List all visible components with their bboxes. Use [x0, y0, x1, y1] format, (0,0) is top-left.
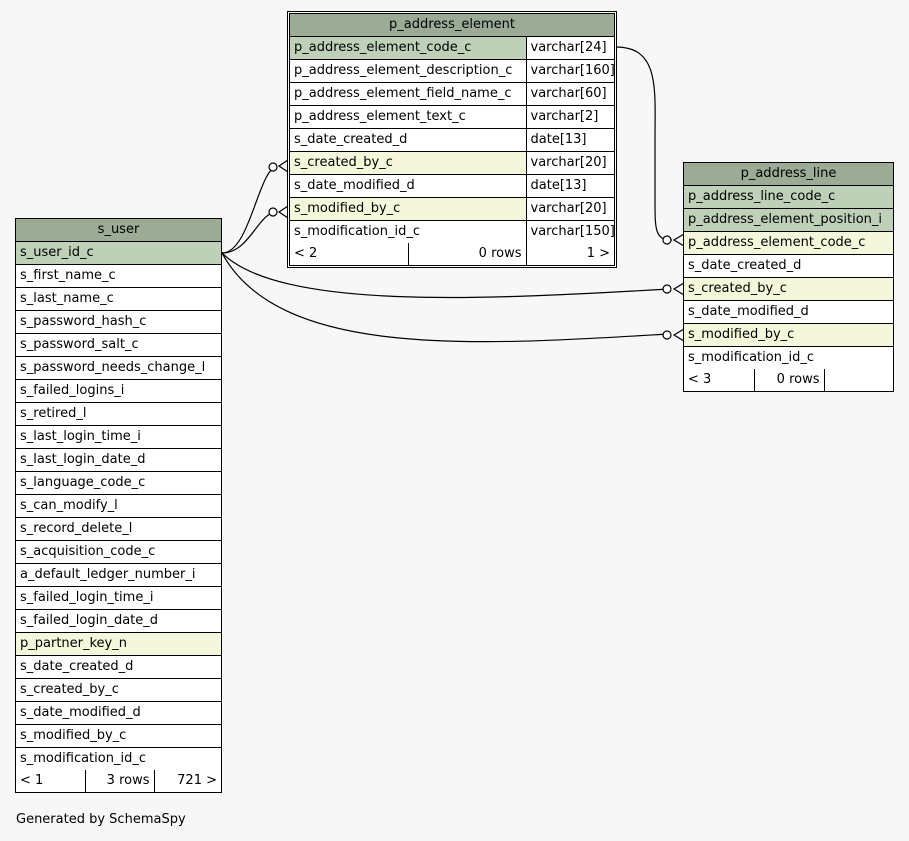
column-type: date[13] — [525, 174, 614, 198]
table-title[interactable]: p_address_line — [684, 163, 893, 186]
column-name: s_modification_id_c — [16, 747, 221, 770]
table-s-user[interactable]: s_user s_user_id_c s_first_name_c s_last… — [15, 218, 222, 793]
table-p-address-element[interactable]: p_address_element p_address_element_code… — [287, 11, 617, 268]
column-name: s_date_created_d — [290, 128, 527, 152]
column-name: p_partner_key_n — [16, 632, 221, 656]
column-name: s_last_login_date_d — [16, 448, 221, 472]
column-name: s_date_modified_d — [16, 701, 221, 725]
column-type: date[13] — [525, 128, 614, 152]
column-name: s_language_code_c — [16, 471, 221, 495]
column-name: s_failed_login_time_i — [16, 586, 221, 610]
optional-marker — [268, 162, 278, 172]
link-element-code — [615, 46, 673, 241]
optional-marker — [662, 284, 672, 294]
column-type: varchar[20] — [525, 197, 614, 221]
column-name: s_modified_by_c — [16, 724, 221, 748]
column-name: p_address_element_position_i — [684, 208, 893, 232]
table-p-address-line[interactable]: p_address_line p_address_line_code_c p_a… — [683, 162, 894, 392]
children-count: 1 > — [525, 243, 614, 265]
column-type: varchar[160] — [525, 59, 614, 83]
column-type: varchar[2] — [525, 105, 614, 129]
column-name: s_modified_by_c — [290, 197, 527, 221]
column-type: varchar[150] — [525, 220, 614, 243]
column-name: p_address_element_description_c — [290, 59, 527, 83]
column-name: s_modification_id_c — [684, 346, 893, 369]
column-name: s_failed_logins_i — [16, 379, 221, 403]
generated-by-label: Generated by SchemaSpy — [16, 812, 186, 827]
column-name: s_date_created_d — [16, 655, 221, 679]
optional-marker — [662, 235, 672, 245]
column-name: s_date_created_d — [684, 254, 893, 278]
optional-marker — [662, 330, 672, 340]
column-name: a_default_ledger_number_i — [16, 563, 221, 587]
row-count: 0 rows — [407, 243, 527, 265]
parents-count: < 1 — [16, 770, 86, 792]
column-name: p_address_line_code_c — [684, 185, 893, 209]
column-type: varchar[60] — [525, 82, 614, 106]
link-user-created-by-element — [221, 165, 278, 254]
column-name: p_address_element_code_c — [290, 36, 527, 60]
column-name: p_address_element_code_c — [684, 231, 893, 255]
column-name: s_password_salt_c — [16, 333, 221, 357]
column-name: s_last_name_c — [16, 287, 221, 311]
link-user-modified-by-element — [221, 211, 278, 254]
column-name: s_record_delete_l — [16, 517, 221, 541]
column-type: varchar[24] — [525, 36, 614, 60]
column-name: s_created_by_c — [684, 277, 893, 301]
column-name: s_password_hash_c — [16, 310, 221, 334]
column-name: s_created_by_c — [16, 678, 221, 702]
column-name: s_last_login_time_i — [16, 425, 221, 449]
optional-marker — [268, 207, 278, 217]
children-count — [823, 369, 893, 391]
column-name: s_date_modified_d — [290, 174, 527, 198]
column-name: s_acquisition_code_c — [16, 540, 221, 564]
column-type: varchar[20] — [525, 151, 614, 175]
row-count: 0 rows — [753, 369, 825, 391]
column-name: s_first_name_c — [16, 264, 221, 288]
row-count: 3 rows — [84, 770, 155, 792]
table-title[interactable]: p_address_element — [290, 14, 614, 37]
column-name: s_created_by_c — [290, 151, 527, 175]
column-name: s_modified_by_c — [684, 323, 893, 347]
column-name: s_failed_login_date_d — [16, 609, 221, 633]
column-name: s_can_modify_l — [16, 494, 221, 518]
parents-count: < 3 — [684, 369, 755, 391]
column-name: s_modification_id_c — [290, 220, 527, 243]
parents-count: < 2 — [290, 243, 409, 265]
column-name: s_retired_l — [16, 402, 221, 426]
table-title[interactable]: s_user — [16, 219, 221, 242]
column-name: s_date_modified_d — [684, 300, 893, 324]
column-name: p_address_element_field_name_c — [290, 82, 527, 106]
column-name: s_password_needs_change_l — [16, 356, 221, 380]
column-name: p_address_element_text_c — [290, 105, 527, 129]
column-name: s_user_id_c — [16, 241, 221, 265]
children-count: 721 > — [153, 770, 221, 792]
